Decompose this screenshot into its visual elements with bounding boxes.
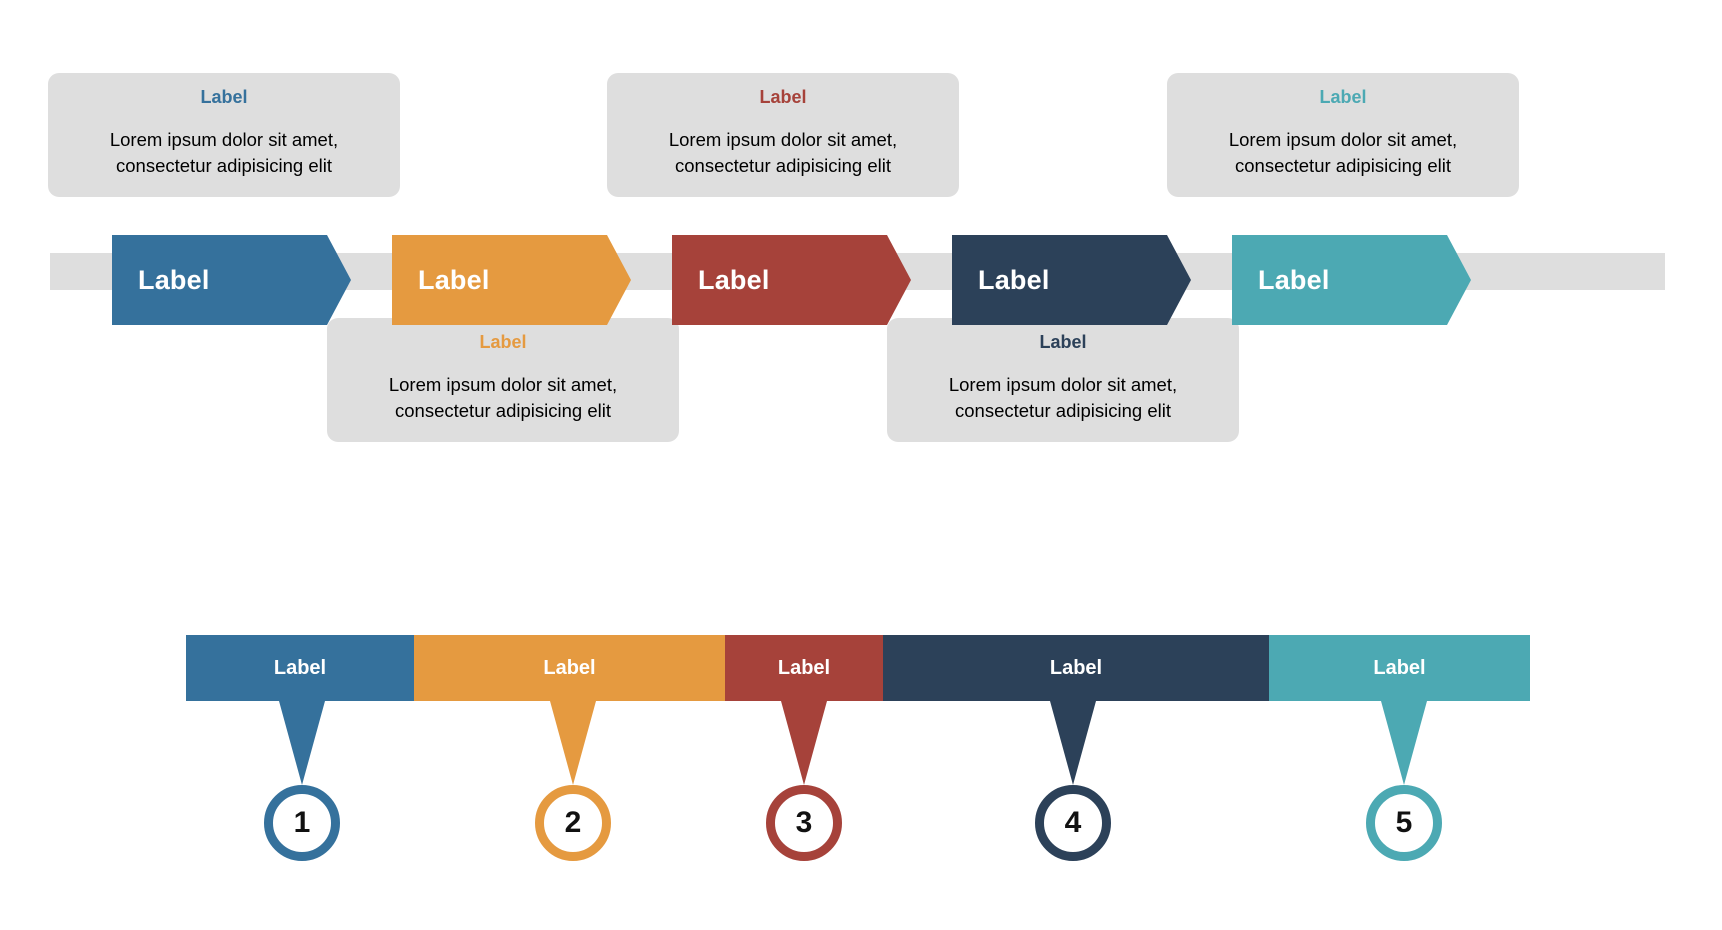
process-callout-body-line2-2: consectetur adipisicing elit bbox=[395, 399, 611, 421]
process-arrow-3[interactable]: Label bbox=[672, 235, 911, 325]
timeline-node-number-3: 3 bbox=[795, 806, 813, 839]
timeline-node-number-5: 5 bbox=[1395, 806, 1413, 839]
process-callout-body-line1-5: Lorem ipsum dolor sit amet, bbox=[1228, 128, 1458, 150]
process-callout-body-line2-5: consectetur adipisicing elit bbox=[1235, 154, 1451, 176]
process-callout-body-4: Lorem ipsum dolor sit amet, consectetur a… bbox=[905, 372, 1221, 425]
process-callout-title-2: Label bbox=[479, 332, 527, 352]
process-callout-title-5: Label bbox=[1319, 87, 1367, 107]
timeline-node-5[interactable]: 5 bbox=[1366, 785, 1442, 861]
timeline-tail-5 bbox=[1381, 701, 1427, 785]
timeline-segment-1[interactable]: Label bbox=[186, 635, 414, 701]
timeline-node-3[interactable]: 3 bbox=[766, 785, 842, 861]
timeline-tail-1 bbox=[279, 701, 325, 785]
timeline-tail-2 bbox=[550, 701, 596, 785]
process-callout-body-1: Lorem ipsum dolor sit amet, consectetur a… bbox=[66, 127, 382, 180]
timeline-tail-4 bbox=[1050, 701, 1096, 785]
process-callout-title-1: Label bbox=[200, 87, 248, 107]
process-arrow-5[interactable]: Label bbox=[1232, 235, 1471, 325]
timeline-node-2[interactable]: 2 bbox=[535, 785, 611, 861]
process-callout-body-line1-2: Lorem ipsum dolor sit amet, bbox=[388, 373, 618, 395]
process-callout-body-line2-4: consectetur adipisicing elit bbox=[955, 399, 1171, 421]
process-callout-body-2: Lorem ipsum dolor sit amet, consectetur a… bbox=[345, 372, 661, 425]
process-callout-body-line2-1: consectetur adipisicing elit bbox=[116, 154, 332, 176]
timeline-segment-label-1: Label bbox=[273, 656, 327, 679]
timeline-tail-3 bbox=[781, 701, 827, 785]
process-arrow-1[interactable]: Label bbox=[112, 235, 351, 325]
process-arrow-2[interactable]: Label bbox=[392, 235, 631, 325]
timeline-segment-label-4: Label bbox=[1049, 656, 1103, 679]
timeline-segment-label-5: Label bbox=[1373, 656, 1426, 679]
process-callout-body-5: Lorem ipsum dolor sit amet, consectetur a… bbox=[1185, 127, 1501, 180]
timeline-section: Label Label Label Label Label 1 2 3 4 5 bbox=[0, 500, 1722, 930]
process-callout-body-line1-1: Lorem ipsum dolor sit amet, bbox=[109, 128, 339, 150]
process-callout-title-3: Label bbox=[759, 87, 807, 107]
timeline-node-number-1: 1 bbox=[293, 806, 311, 839]
process-arrow-shape-5 bbox=[1232, 235, 1471, 325]
timeline-node-number-4: 4 bbox=[1064, 806, 1082, 839]
process-callout-body-line1-4: Lorem ipsum dolor sit amet, bbox=[948, 373, 1178, 395]
timeline-node-4[interactable]: 4 bbox=[1035, 785, 1111, 861]
process-arrow-shape-2 bbox=[392, 235, 631, 325]
timeline-node-number-2: 2 bbox=[564, 806, 582, 839]
process-callout-body-line1-3: Lorem ipsum dolor sit amet, bbox=[668, 128, 898, 150]
timeline-segment-5[interactable]: Label bbox=[1269, 635, 1530, 701]
process-arrow-shape-1 bbox=[112, 235, 351, 325]
timeline-node-1[interactable]: 1 bbox=[264, 785, 340, 861]
timeline-segment-3[interactable]: Label bbox=[725, 635, 883, 701]
timeline-segment-label-3: Label bbox=[777, 656, 831, 679]
process-arrow-shape-3 bbox=[672, 235, 911, 325]
timeline-segment-4[interactable]: Label bbox=[883, 635, 1269, 701]
process-callout-title-4: Label bbox=[1039, 332, 1087, 352]
process-callout-body-3: Lorem ipsum dolor sit amet, consectetur a… bbox=[625, 127, 941, 180]
timeline-segment-label-2: Label bbox=[543, 656, 596, 679]
process-arrow-4[interactable]: Label bbox=[952, 235, 1191, 325]
process-callout-body-line2-3: consectetur adipisicing elit bbox=[675, 154, 891, 176]
timeline-segment-2[interactable]: Label bbox=[414, 635, 725, 701]
process-arrow-shape-4 bbox=[952, 235, 1191, 325]
